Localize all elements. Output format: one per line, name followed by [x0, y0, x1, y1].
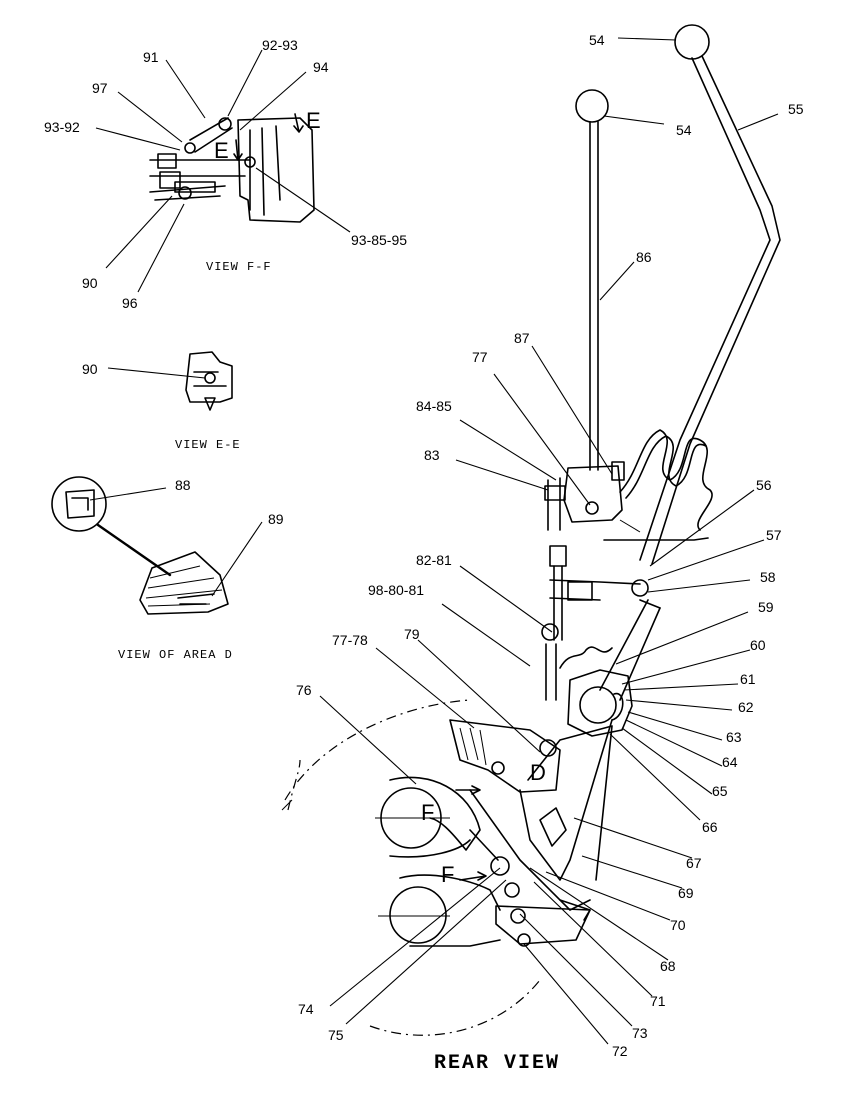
label-66: 66 [702, 819, 718, 835]
label-54-mid: 54 [676, 122, 692, 138]
label-89: 89 [268, 511, 284, 527]
main-rear-view: F F D [281, 24, 781, 1036]
view-caption-ee: VIEW E-E [175, 438, 241, 452]
label-75: 75 [328, 1027, 344, 1043]
label-58: 58 [760, 569, 776, 585]
label-69: 69 [678, 885, 694, 901]
label-91: 91 [143, 49, 159, 65]
label-82-81: 82-81 [416, 552, 452, 568]
label-84-85: 84-85 [416, 398, 452, 414]
label-56: 56 [756, 477, 772, 493]
label-64: 64 [722, 754, 738, 770]
label-77-78: 77-78 [332, 632, 368, 648]
label-79: 79 [404, 626, 420, 642]
label-60: 60 [750, 637, 766, 653]
label-88: 88 [175, 477, 191, 493]
part-labels: 91 92-93 94 97 93-92 93-85-95 90 96 90 8… [44, 32, 804, 1059]
label-63: 63 [726, 729, 742, 745]
label-90-ee: 90 [82, 361, 98, 377]
label-77: 77 [472, 349, 488, 365]
label-68: 68 [660, 958, 676, 974]
view-area-d-inset: VIEW OF AREA D [51, 476, 233, 662]
label-93-92: 93-92 [44, 119, 80, 135]
label-62: 62 [738, 699, 754, 715]
label-57: 57 [766, 527, 782, 543]
label-73: 73 [632, 1025, 648, 1041]
label-54-top: 54 [589, 32, 605, 48]
label-96: 96 [122, 295, 138, 311]
label-74: 74 [298, 1001, 314, 1017]
main-caption-rear-view: REAR VIEW [434, 1052, 560, 1075]
label-98-80-81: 98-80-81 [368, 582, 424, 598]
view-letter-f-upper: F [421, 800, 434, 825]
label-72: 72 [612, 1043, 628, 1059]
view-letter-e-top-right: E [306, 108, 321, 133]
label-94: 94 [313, 59, 329, 75]
label-83: 83 [424, 447, 440, 463]
label-65: 65 [712, 783, 728, 799]
label-70: 70 [670, 917, 686, 933]
view-caption-area-d: VIEW OF AREA D [118, 648, 233, 662]
view-letter-f-lower: F [441, 862, 454, 887]
view-letter-d-main: D [530, 760, 546, 785]
label-92-93: 92-93 [262, 37, 298, 53]
view-ff-inset: E E VIEW F-F [149, 108, 321, 274]
view-caption-ff: VIEW F-F [206, 260, 272, 274]
leader-lines [89, 37, 779, 1045]
label-90-ff: 90 [82, 275, 98, 291]
label-87: 87 [514, 330, 530, 346]
label-93-85-95: 93-85-95 [351, 232, 407, 248]
label-67: 67 [686, 855, 702, 871]
view-ee-inset: VIEW E-E [175, 351, 241, 452]
view-letter-e-inset: E [214, 138, 229, 163]
label-76: 76 [296, 682, 312, 698]
label-61: 61 [740, 671, 756, 687]
label-97: 97 [92, 80, 108, 96]
label-55: 55 [788, 101, 804, 117]
label-59: 59 [758, 599, 774, 615]
label-71: 71 [650, 993, 666, 1009]
label-86: 86 [636, 249, 652, 265]
